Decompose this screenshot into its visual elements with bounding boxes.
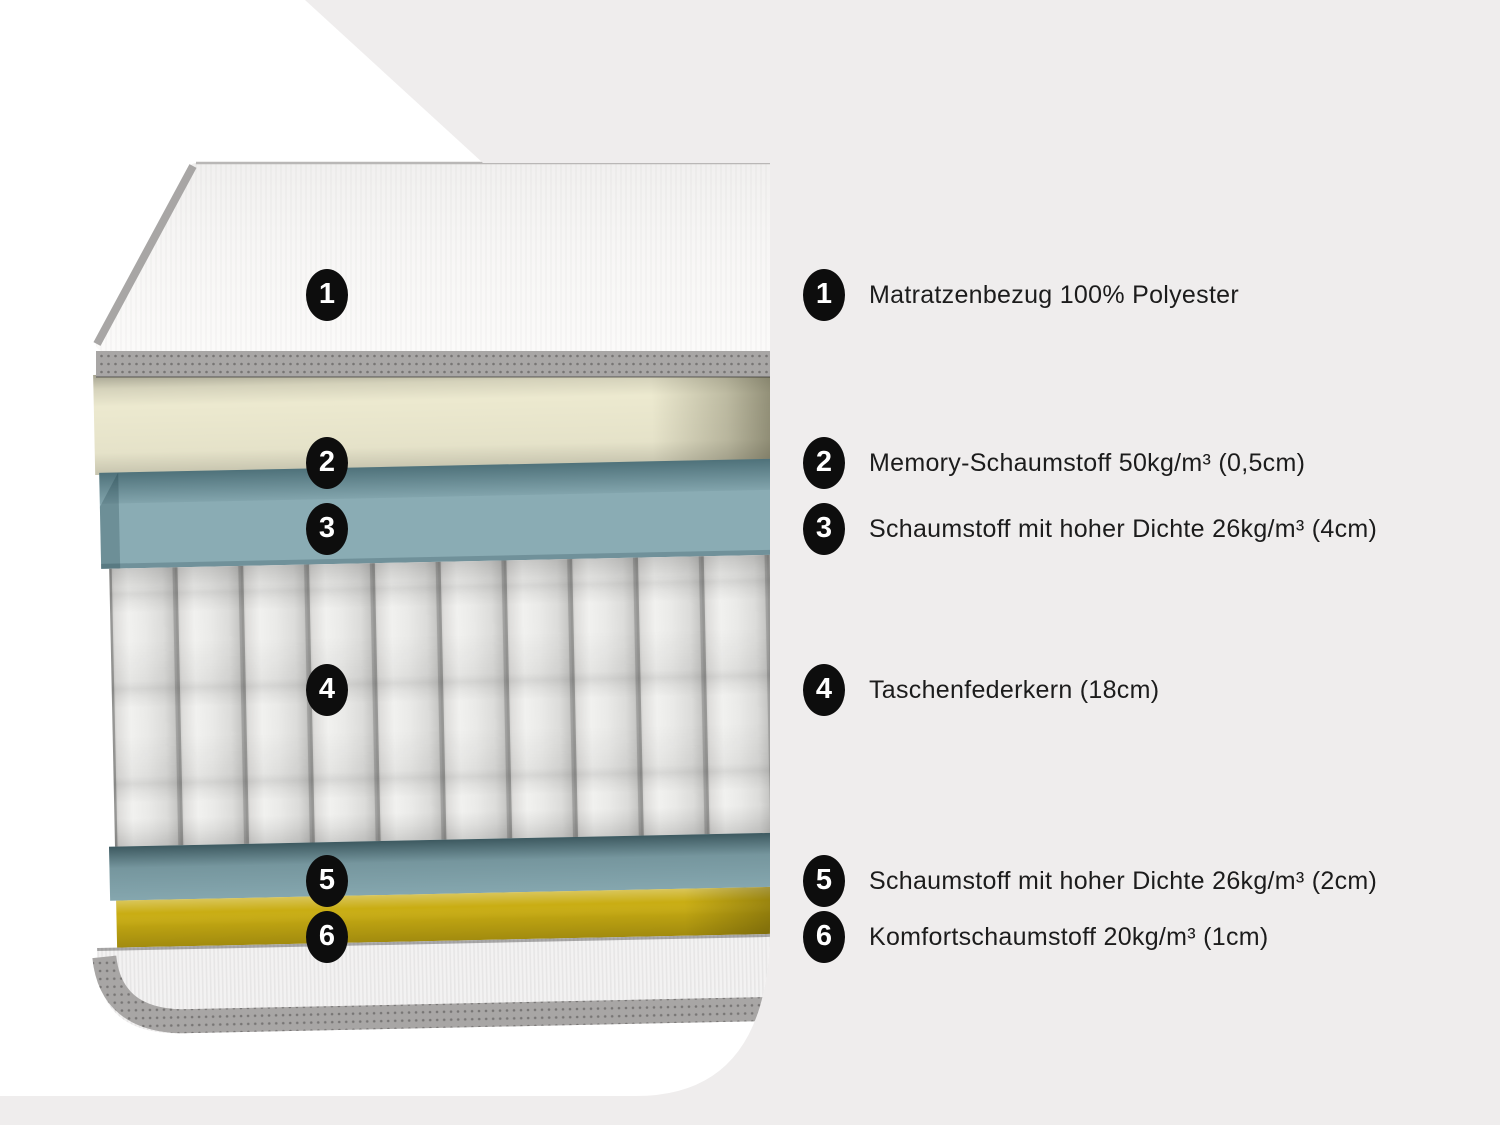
layer-pocket-springs [109, 554, 770, 847]
legend-item-1: 1 Matratzenbezug 100% Polyester [803, 269, 1239, 321]
layer-marker-4: 4 [306, 664, 348, 716]
legend-label-6: Komfortschaumstoff 20kg/m³ (1cm) [869, 922, 1269, 951]
legend-label-4: Taschenfederkern (18cm) [869, 675, 1160, 704]
legend-marker-2: 2 [803, 437, 845, 489]
layer-marker-5: 5 [306, 855, 348, 907]
layer-hd-foam-top [99, 458, 770, 569]
legend-marker-4-number: 4 [815, 672, 833, 705]
layer-comfort-foam [116, 886, 770, 948]
legend-item-4: 4 Taschenfederkern (18cm) [803, 664, 1159, 716]
legend-item-3: 3 Schaumstoff mit hoher Dichte 26kg/m³ (… [803, 503, 1377, 555]
legend-item-5: 5 Schaumstoff mit hoher Dichte 26kg/m³ (… [803, 855, 1377, 907]
legend-marker-5: 5 [803, 855, 845, 907]
layer-marker-4-number: 4 [318, 672, 336, 705]
layer-marker-5-number: 5 [318, 863, 336, 896]
legend-label-1: Matratzenbezug 100% Polyester [869, 280, 1240, 309]
layer-marker-2-number: 2 [318, 445, 336, 478]
layer-marker-6-number: 6 [318, 919, 336, 952]
legend-marker-2-number: 2 [815, 445, 833, 478]
mattress-illustration [92, 161, 770, 1034]
layer-marker-2: 2 [306, 437, 348, 489]
layer-marker-1-number: 1 [318, 277, 336, 310]
legend-label-2: Memory-Schaumstoff 50kg/m³ (0,5cm) [869, 448, 1306, 477]
layer-memory-foam [93, 360, 770, 475]
layer-stack [92, 360, 770, 1034]
layer-top-cover [93, 161, 770, 378]
legend-item-2: 2 Memory-Schaumstoff 50kg/m³ (0,5cm) [803, 437, 1305, 489]
layer-marker-6: 6 [306, 911, 348, 963]
legend-marker-1-number: 1 [815, 277, 833, 310]
legend-marker-3: 3 [803, 503, 845, 555]
legend-label-3: Schaumstoff mit hoher Dichte 26kg/m³ (4c… [869, 514, 1378, 543]
legend-item-6: 6 Komfortschaumstoff 20kg/m³ (1cm) [803, 911, 1269, 963]
layer-hd-foam-bottom [109, 832, 770, 901]
legend-marker-4: 4 [803, 664, 845, 716]
legend-marker-5-number: 5 [815, 863, 833, 896]
legend-marker-1: 1 [803, 269, 845, 321]
legend-marker-3-number: 3 [815, 511, 833, 544]
layer-bottom-cover [92, 933, 770, 1034]
layer-marker-3-number: 3 [318, 511, 336, 544]
legend-marker-6-number: 6 [815, 919, 833, 952]
legend-marker-6: 6 [803, 911, 845, 963]
layer-marker-3: 3 [306, 503, 348, 555]
legend-label-5: Schaumstoff mit hoher Dichte 26kg/m³ (2c… [869, 866, 1378, 895]
layer-marker-1: 1 [306, 269, 348, 321]
